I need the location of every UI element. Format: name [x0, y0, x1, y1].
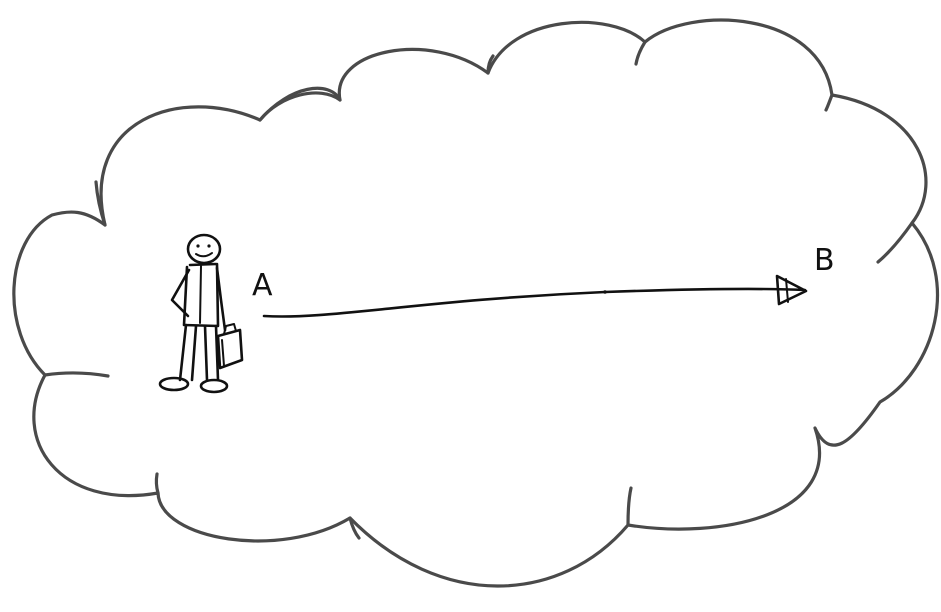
figure-torso — [182, 262, 220, 328]
cloud-joint-4 — [876, 221, 914, 264]
figure-foot-right — [199, 378, 229, 394]
arrow-head-inner — [785, 278, 789, 303]
briefcase-icon — [216, 323, 244, 370]
cloud-joint-6 — [94, 180, 107, 227]
end-label: B — [814, 243, 835, 278]
start-label: A — [252, 268, 273, 303]
arrow-icon — [262, 274, 808, 318]
figure-leg-right-inner — [203, 324, 209, 382]
arrow-head — [775, 274, 808, 306]
cloud-outline — [12, 18, 940, 588]
briefcase-body — [216, 328, 244, 370]
cloud-joint-3 — [824, 93, 834, 112]
arrow-midpoint-dot — [603, 290, 607, 294]
cloud-joint-2 — [634, 40, 647, 66]
cloud-joint-10 — [348, 516, 361, 540]
arrow-line — [262, 287, 807, 318]
cloud-joint-7 — [258, 86, 342, 122]
figure-foot-left — [158, 376, 190, 392]
briefcase-handle — [223, 323, 237, 335]
figure-leg-right-outer — [214, 324, 220, 382]
cloud-shape — [12, 18, 940, 588]
figure-head — [186, 233, 222, 265]
briefcase-edge — [221, 339, 225, 367]
figure-tie — [199, 265, 202, 324]
stick-figure-icon — [158, 233, 229, 394]
figure-shoulders — [188, 262, 218, 267]
figure-arm-right — [215, 266, 227, 332]
cloud-joint-1 — [486, 54, 495, 75]
figure-leg-left-outer — [178, 323, 188, 382]
figure-arm-left — [170, 268, 191, 318]
figure-leg-left-inner — [190, 324, 198, 382]
cloud-joint-5 — [43, 371, 110, 378]
figure-smile — [195, 252, 213, 258]
cloud-joint-9 — [626, 486, 633, 527]
figure-eye-left — [196, 244, 200, 248]
figure-eye-right — [207, 244, 211, 248]
cloud-joint-8 — [154, 472, 160, 495]
